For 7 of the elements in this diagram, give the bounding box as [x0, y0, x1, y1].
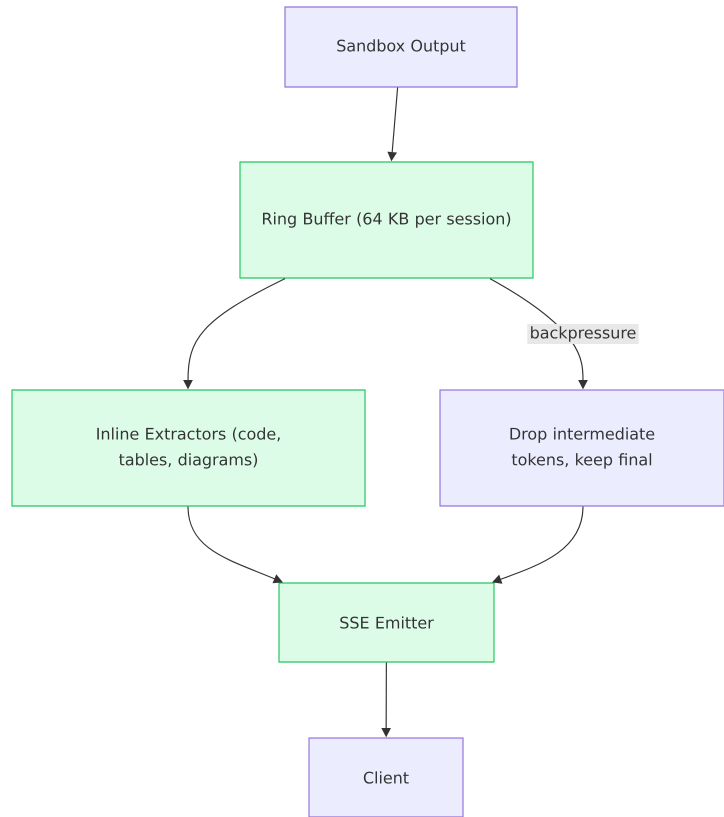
edge-label: backpressure [527, 324, 639, 344]
process-box: Client [308, 737, 464, 817]
process-box: Sandbox Output [284, 6, 518, 88]
process-box: Drop intermediate tokens, keep final [439, 389, 724, 507]
process-box: SSE Emitter [278, 582, 495, 663]
process-box: Inline Extractors (code, tables, diagrams) [11, 389, 366, 507]
process-box: Ring Buffer (64 KB per session) [239, 161, 534, 279]
